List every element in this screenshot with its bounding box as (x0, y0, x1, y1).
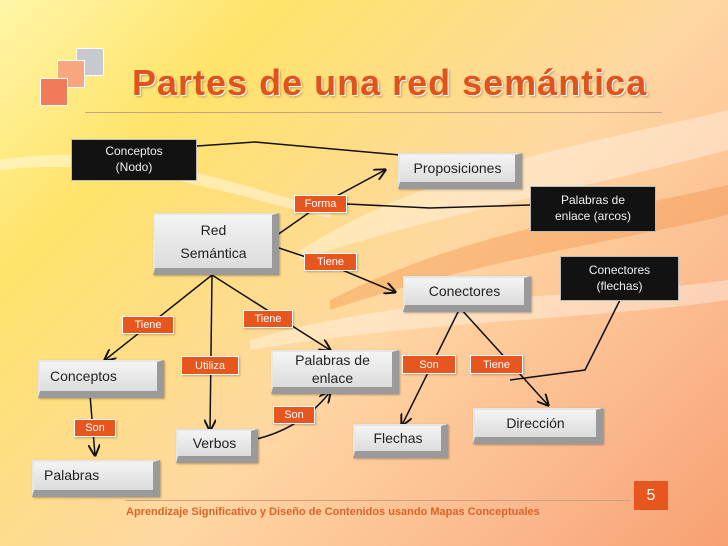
link-tiene-conectores: Tiene (304, 253, 357, 271)
callout-conectores-flechas: Conectores (flechas) (560, 256, 679, 301)
node-palabras-enlace: Palabras de enlace (271, 350, 399, 394)
node-conectores-text: Conectores (428, 282, 501, 299)
node-conceptos: Conceptos (38, 360, 164, 398)
link-forma: Forma (294, 195, 347, 213)
node-conectores: Conectores (403, 276, 531, 312)
link-tiene-direccion: Tiene (470, 355, 523, 374)
link-son-verbos: Son (273, 406, 315, 424)
node-flechas: Flechas (353, 424, 448, 458)
callout-conceptos-nodo-text: Conceptos (Nodo) (105, 144, 163, 174)
callout-palabras-arcos-text: Palabras de enlace (arcos) (554, 193, 632, 223)
node-direccion-text: Dirección (506, 414, 565, 431)
node-palabras-enlace-text: Palabras de enlace (295, 352, 370, 386)
node-palabras: Palabras (32, 460, 160, 497)
node-verbos: Verbos (176, 429, 258, 463)
footer-divider (125, 500, 630, 501)
node-proposiciones-text: Proposiciones (413, 159, 502, 176)
node-red-semantica: Red Semántica (153, 213, 279, 275)
title-divider (85, 112, 662, 113)
link-utiliza: Utiliza (181, 356, 239, 375)
footer-text: Aprendizaje Significativo y Diseño de Co… (126, 506, 540, 518)
node-proposiciones: Proposiciones (398, 153, 522, 189)
callout-palabras-arcos: Palabras de enlace (arcos) (530, 186, 656, 232)
node-verbos-text: Verbos (192, 434, 237, 451)
decor-square-orange (40, 78, 68, 106)
callout-conectores-flechas-text: Conectores (flechas) (588, 262, 651, 293)
node-red-semantica-text: Red Semántica (180, 222, 247, 261)
node-direccion: Dirección (473, 408, 603, 444)
slide-title: Partes de una red semántica (132, 62, 648, 103)
link-tiene-conceptos: Tiene (122, 316, 174, 334)
link-tiene-palabras: Tiene (243, 310, 293, 328)
node-flechas-text: Flechas (373, 429, 423, 446)
link-son-palabras: Son (74, 419, 116, 437)
link-son-flechas: Son (402, 355, 456, 374)
page-number: 5 (634, 481, 668, 510)
node-palabras-text: Palabras (44, 467, 100, 484)
callout-conceptos-nodo: Conceptos (Nodo) (71, 139, 197, 181)
node-conceptos-text: Conceptos (50, 367, 117, 384)
